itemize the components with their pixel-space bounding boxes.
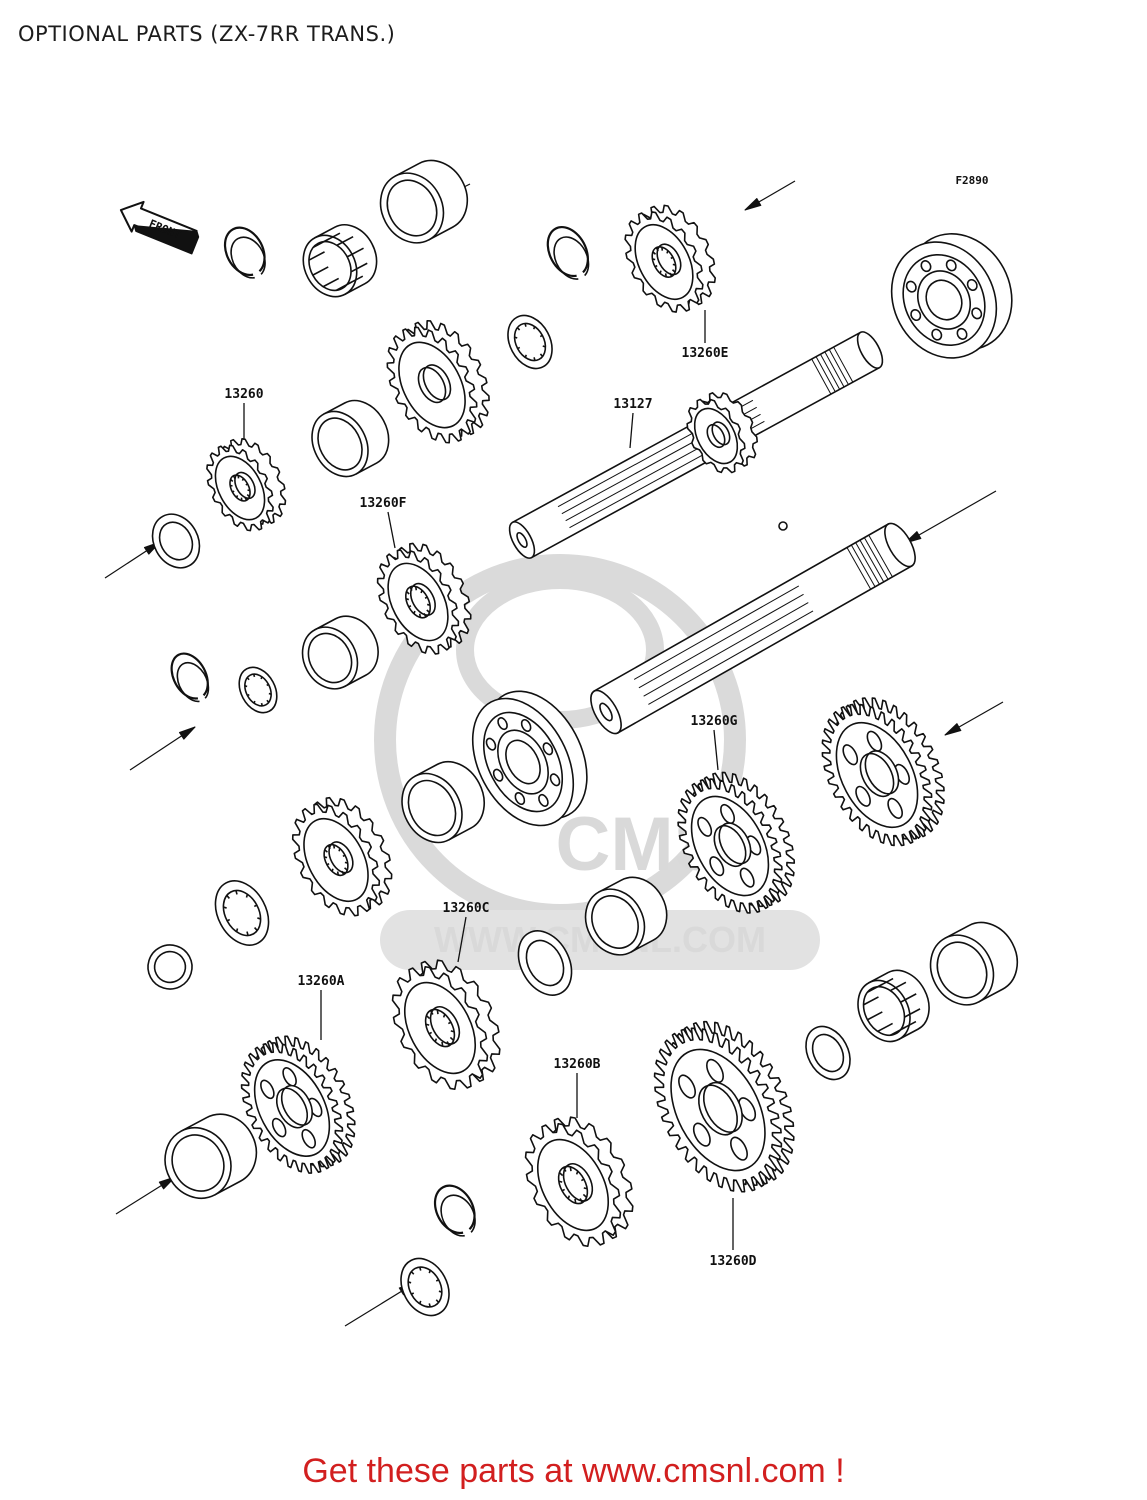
callout-13260A-text: 13260A: [298, 974, 345, 989]
gear-13260E: [624, 204, 717, 313]
callout-13260C: 13260C: [443, 901, 490, 963]
gear-13260: [206, 437, 287, 532]
bushing-top: [379, 159, 469, 244]
page-title: OPTIONAL PARTS (ZX-7RR TRANS.): [18, 22, 396, 46]
shaft-pin: [778, 521, 788, 531]
axis-arrow-top-right: [744, 180, 796, 211]
thrust-washer-center: [517, 930, 573, 996]
gear-13260B: [524, 1116, 634, 1248]
toothed-washer-top: [507, 314, 553, 370]
nut-left: [147, 944, 193, 990]
callout-13260C-text: 13260C: [443, 901, 490, 916]
figure-code: F2890: [955, 174, 988, 187]
gear-13260F: [376, 542, 472, 655]
toothed-washer-mid: [238, 666, 278, 714]
bushing-center: [401, 760, 485, 844]
callout-13260B: 13260B: [554, 1057, 601, 1118]
callout-13260D-text: 13260D: [710, 1254, 757, 1269]
circlip-bottom: [433, 1184, 476, 1237]
parts-link-banner[interactable]: Get these parts at www.cmsnl.com !: [302, 1452, 845, 1490]
axis-arrow-right-mid: [944, 701, 1004, 736]
callout-labels: F2890 13260E 13260 13127 13260F 13260G 13260C 1…: [224, 174, 988, 1269]
ball-bearing-top: [890, 233, 1013, 359]
ball-bearing-mid: [471, 690, 588, 827]
axis-arrow-left-1: [104, 541, 161, 579]
needle-bearing-right: [857, 969, 930, 1043]
gear-13260A: [240, 1035, 356, 1174]
axis-arrow-left-2: [129, 726, 196, 771]
toothed-washer-bottom: [400, 1257, 450, 1317]
callout-13260G-text: 13260G: [691, 714, 738, 729]
parts-drawing: FRONT: [104, 159, 1019, 1327]
callout-13260B-text: 13260B: [554, 1057, 601, 1072]
front-direction-badge: FRONT: [119, 200, 200, 255]
bushing-mid-left: [311, 399, 390, 478]
callout-13260D: 13260D: [710, 1198, 757, 1269]
callout-13260A: 13260A: [298, 974, 345, 1040]
axis-arrow-left-3: [115, 1176, 176, 1215]
bushing-bottom-right: [929, 921, 1019, 1006]
shaft-integral-gear: [686, 392, 759, 474]
thrust-washer-right: [805, 1025, 851, 1081]
bushing-bottom-left: [164, 1113, 258, 1199]
circlip-top-right: [546, 225, 590, 280]
bushing-mid: [301, 615, 379, 690]
callout-13260F-text: 13260F: [360, 496, 407, 511]
needle-bearing-top: [302, 224, 378, 298]
circlip-top-left: [223, 226, 266, 279]
callout-13260E-text: 13260E: [682, 346, 729, 361]
bushing-right: [584, 876, 668, 956]
callout-13260-text: 13260: [224, 387, 263, 402]
callout-13127: 13127: [613, 397, 653, 449]
gear-13260C: [391, 959, 501, 1091]
callout-13127-text: 13127: [613, 397, 652, 412]
callout-13260G: 13260G: [691, 714, 738, 771]
callout-13260: 13260: [224, 387, 264, 440]
thrust-washer-left: [151, 513, 201, 569]
circlip-mid: [170, 652, 210, 703]
callout-13260F: 13260F: [360, 496, 407, 549]
gear-13260D: [653, 1020, 795, 1193]
gear-right-large: [821, 697, 945, 847]
gear-upper-left: [386, 319, 490, 444]
callout-13260E: 13260E: [682, 310, 729, 361]
exploded-parts-diagram: CMSWWW.CMSNL.COM FRONT F289013260E132601…: [104, 159, 1019, 1327]
sprocket-gear: [291, 796, 393, 917]
toothed-washer-low: [214, 880, 270, 946]
gear-13260G: [677, 771, 796, 914]
axis-arrow-shaft-right: [904, 490, 997, 544]
drive-shaft: [590, 522, 916, 735]
